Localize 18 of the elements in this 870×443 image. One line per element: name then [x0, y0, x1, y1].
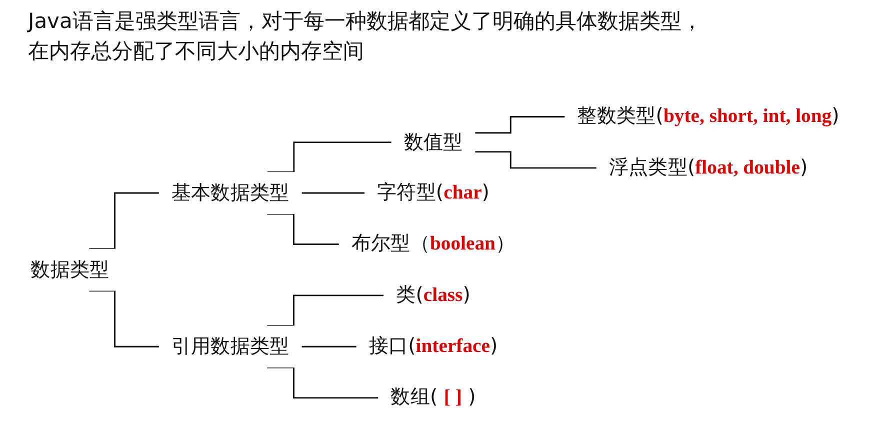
connector — [267, 366, 378, 398]
node-text: 类(class) — [396, 282, 470, 306]
node-text: 整数类型(byte, short, int, long) — [577, 104, 840, 128]
connector — [302, 346, 356, 348]
title-text: Java语言是强类型语言，对于每一种数据都定义了明确的具体数据类型，在内存总分配了不同大小的内存空间 — [28, 8, 704, 65]
connector — [267, 212, 339, 245]
node-text: 浮点类型(float, double) — [608, 156, 808, 178]
node-text: 布尔型（boolean） — [351, 232, 516, 255]
node-text: 字符型(char) — [376, 180, 490, 204]
connector — [475, 116, 565, 134]
connector — [475, 150, 596, 168]
connector — [89, 290, 159, 348]
connector — [89, 192, 159, 250]
node-text: 接口(interface) — [368, 334, 498, 357]
node-text: 数值型 — [404, 130, 463, 154]
connector — [302, 192, 365, 194]
node-text: 数组( [ ] ) — [390, 385, 476, 408]
connector — [268, 141, 392, 173]
